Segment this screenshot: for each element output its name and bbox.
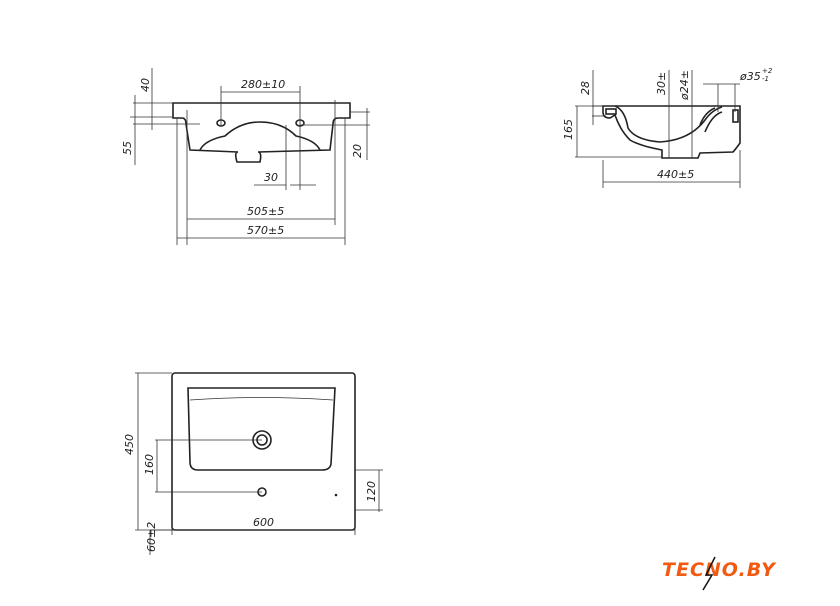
dim-back-offset: 60±2 xyxy=(145,522,158,552)
dim-length: 440±5 xyxy=(657,168,694,181)
side-view: 28 165 30± ø24± ø35 +2 -1 440±5 xyxy=(562,67,773,188)
dim-tap-pos: 120 xyxy=(365,481,378,502)
dim-depth: 55 xyxy=(121,141,134,155)
dim-hole-offset: 30 xyxy=(264,171,278,184)
dim-rim: 28 xyxy=(579,81,592,95)
dim-overflow-tol-plus: +2 xyxy=(762,67,773,75)
dim-inner-width: 505±5 xyxy=(247,205,284,218)
front-view: 280±10 40 55 20 30 505±5 570±5 xyxy=(121,68,370,245)
dim-width: 600 xyxy=(253,516,274,529)
dim-outer-width: 570±5 xyxy=(247,224,284,237)
dim-depth: 450 xyxy=(123,434,136,455)
logo-bolt-icon xyxy=(702,556,716,591)
dim-right-depth: 20 xyxy=(351,144,364,158)
dim-tap-holes: 280±10 xyxy=(241,78,285,91)
dim-top-offset: 40 xyxy=(139,78,152,92)
top-view: 450 160 600 120 60±2 xyxy=(123,372,383,555)
dim-drain-dia: ø24± xyxy=(678,70,691,101)
brand-logo: TECNO.BY xyxy=(662,559,777,581)
dim-height: 165 xyxy=(562,119,575,140)
dim-overflow-tol-minus: -1 xyxy=(762,75,769,83)
dim-overflow-dia: ø35 xyxy=(739,70,761,83)
dim-drain-depth: 30± xyxy=(655,72,668,95)
dim-drain-pos: 160 xyxy=(143,454,156,475)
